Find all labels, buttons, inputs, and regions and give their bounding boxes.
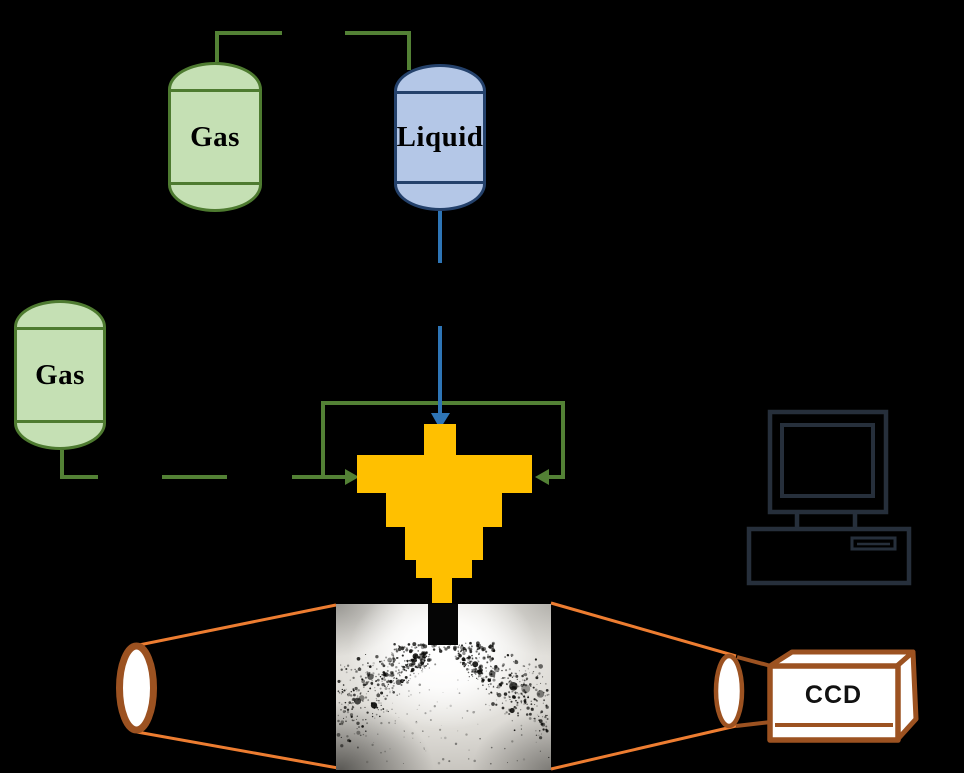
gas-tank-top: Gas — [168, 62, 262, 212]
camera-lens-cone — [735, 655, 772, 728]
nozzle-gas-bracket-line — [321, 401, 565, 479]
gas-arrow-right-icon — [535, 469, 549, 485]
disk-slot-icon — [850, 536, 897, 551]
gas-tank-left: Gas — [14, 300, 106, 450]
camera-lens-icon — [713, 653, 745, 729]
gas-arrow-left-icon — [345, 469, 359, 485]
tank-seam-line — [17, 420, 103, 423]
tank-seam-line — [17, 327, 103, 330]
light-source — [116, 642, 157, 734]
computer-icon — [746, 409, 912, 586]
monitor-screen-icon — [780, 423, 875, 498]
liquid-tank-label: Liquid — [396, 121, 484, 153]
tank-seam-line — [171, 89, 259, 92]
gas-supply-line-left — [60, 450, 346, 479]
ccd-camera-label: CCD — [804, 680, 863, 709]
tank-seam-line — [397, 91, 483, 94]
spray-nozzle-silhouette — [428, 604, 458, 645]
light-path-lines — [136, 601, 737, 771]
liquid-tank: Liquid — [394, 64, 486, 211]
computer-base-icon — [746, 526, 912, 586]
spray-image — [336, 604, 551, 770]
ccd-camera-body — [767, 649, 919, 743]
tank-seam-line — [397, 181, 483, 184]
gas-tank-top-label: Gas — [190, 120, 240, 153]
atomizer-nozzle — [357, 424, 532, 603]
monitor-icon — [767, 409, 889, 515]
gas-tank-left-label: Gas — [35, 358, 85, 391]
tank-seam-line — [171, 182, 259, 185]
liquid-arrow-down-icon — [431, 413, 450, 429]
gas-supply-line-top — [215, 31, 411, 70]
